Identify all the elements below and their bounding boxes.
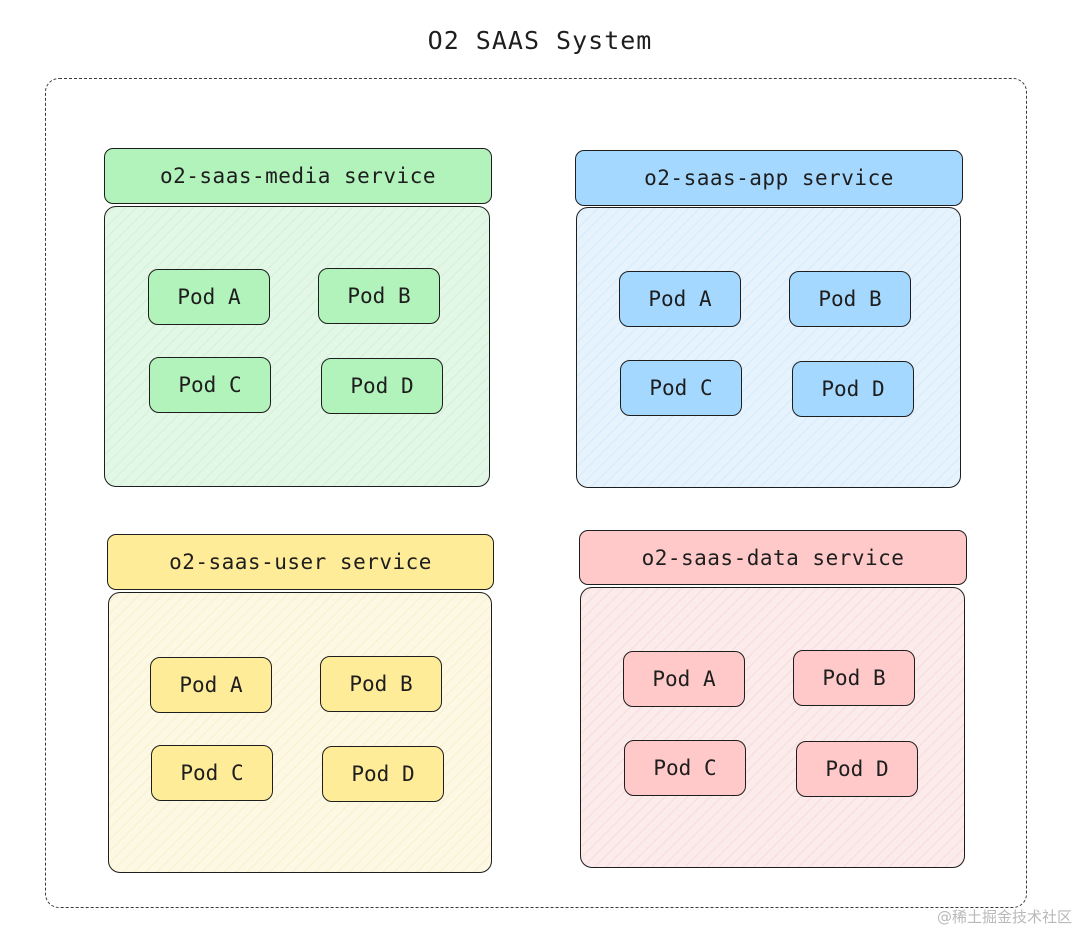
pod-b: Pod B bbox=[318, 268, 440, 324]
pod-c: Pod C bbox=[151, 745, 273, 801]
pod-c: Pod C bbox=[149, 357, 271, 413]
service-header: o2-saas-app service bbox=[575, 150, 963, 206]
service-container bbox=[580, 587, 965, 868]
service-header: o2-saas-data service bbox=[579, 530, 967, 585]
pod-b: Pod B bbox=[320, 656, 442, 712]
pod-b: Pod B bbox=[789, 271, 911, 327]
service-container bbox=[576, 207, 961, 488]
pod-b: Pod B bbox=[793, 650, 915, 706]
pod-a: Pod A bbox=[148, 269, 270, 325]
system-boundary bbox=[45, 78, 1027, 908]
pod-d: Pod D bbox=[322, 746, 444, 802]
pod-a: Pod A bbox=[623, 651, 745, 707]
pod-a: Pod A bbox=[150, 657, 272, 713]
pod-d: Pod D bbox=[321, 358, 443, 414]
pod-d: Pod D bbox=[796, 741, 918, 797]
service-header: o2-saas-user service bbox=[107, 534, 494, 590]
pod-a: Pod A bbox=[619, 271, 741, 327]
diagram-title: O2 SAAS System bbox=[427, 26, 653, 55]
service-container bbox=[104, 206, 490, 487]
service-container bbox=[108, 592, 492, 873]
pod-c: Pod C bbox=[620, 360, 742, 416]
pod-d: Pod D bbox=[792, 361, 914, 417]
watermark: @稀土掘金技术社区 bbox=[936, 908, 1072, 926]
service-header: o2-saas-media service bbox=[104, 148, 492, 204]
pod-c: Pod C bbox=[624, 740, 746, 796]
